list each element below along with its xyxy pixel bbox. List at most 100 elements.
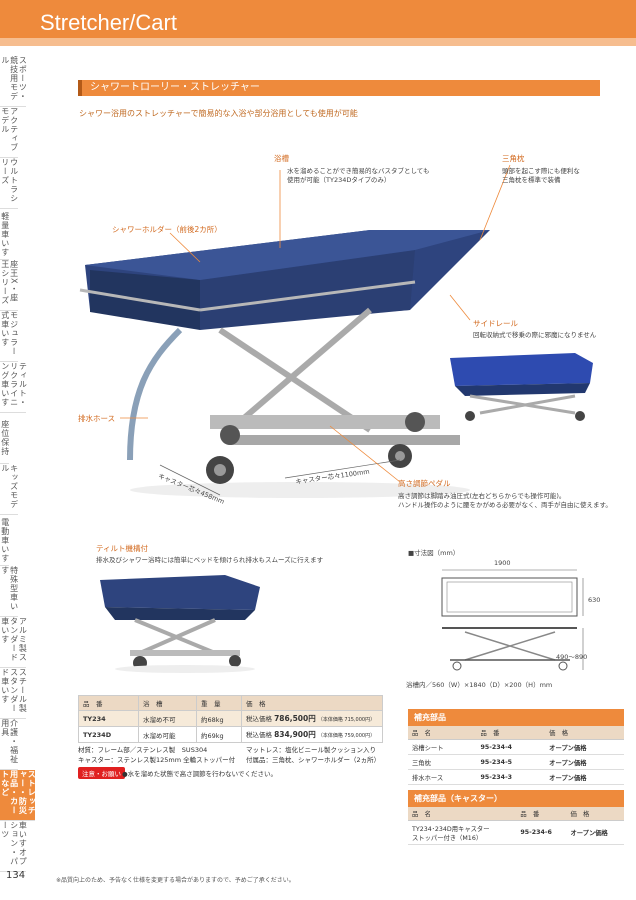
spec-header: 価 格 xyxy=(241,695,383,711)
price-cell: 税込価格 834,900円 （本体価格 759,000円） xyxy=(241,726,383,743)
sidebar-tab[interactable]: 電動車いす xyxy=(0,515,10,566)
part-code: 95-234-4 xyxy=(476,739,546,755)
sidebar-tab[interactable]: キッズモデル xyxy=(0,464,19,515)
page-header: Stretcher/Cart xyxy=(0,0,636,46)
tub-desc: 水を溜めることができ簡易的なバスタブとしても 使用が可能（TY234Dタイプのみ… xyxy=(287,167,429,185)
sidebar-tab[interactable]: スポーツ・競技用モデル xyxy=(0,56,27,107)
pedal-title: 高さ調節ペダル xyxy=(398,479,451,488)
product-code: TY234 xyxy=(78,710,139,727)
parts-table: 品 名 品 番 価 格 TY234･234D用キャスター ストッパー付き（M16… xyxy=(408,807,624,845)
price-cell: 税込価格 786,500円 （本体価格 715,000円） xyxy=(241,710,383,727)
weight: 約68kg xyxy=(196,710,242,727)
parts-header: 価 格 xyxy=(566,807,624,821)
sidebar-tab[interactable]: 軽量車いす xyxy=(0,209,10,260)
price-prefix: 税込価格 xyxy=(246,715,272,723)
spec-header: 重 量 xyxy=(196,695,242,711)
sidebar-tab[interactable]: ストレッチャー・防災用品・カートなど xyxy=(0,770,36,821)
tub-desc-line: 水を溜めることができ簡易的なバスタブとしても xyxy=(287,167,430,175)
rail-desc: 回転収納式で移乗の際に邪魔になりません xyxy=(473,331,597,339)
spec-header-row: 品 番 浴 槽 重 量 価 格 xyxy=(78,695,383,711)
part-name-line: TY234･234D用キャスター xyxy=(412,825,490,833)
sidebar-tab[interactable]: 座王X・座王シリーズ xyxy=(0,260,19,311)
sidebar-tab[interactable]: アクティブモデル xyxy=(0,107,19,158)
pedal-desc-line: 高さ調節は脚踏み油圧式(左右どちらからでも操作可能)。 xyxy=(398,492,566,500)
part-price: オープン価格 xyxy=(545,739,624,755)
part-price: オープン価格 xyxy=(545,754,624,770)
sidebar-tab[interactable]: 車いすオプション・パーツ xyxy=(0,821,27,872)
table-row: 浴槽シート 95-234-4 オープン価格 xyxy=(408,739,624,755)
parts-title: 補充部品 xyxy=(408,709,624,726)
spec-table: 品 番 浴 槽 重 量 価 格 TY234 水溜め不可 約68kg 税込価格 7… xyxy=(78,695,383,743)
pillow-desc-line: 三角枕を標準で装備 xyxy=(502,175,561,184)
part-price: オープン価格 xyxy=(566,820,624,845)
tub-type: 水溜め可能 xyxy=(138,726,197,743)
footer-note: ※品質向上のため、予告なく仕様を変更する場合がありますので、予めご了承ください。 xyxy=(56,877,295,884)
tilt-photo xyxy=(100,575,260,673)
spec-header: 浴 槽 xyxy=(138,695,197,711)
material-frame: 材質：フレーム部／ステンレス製 SUS304 xyxy=(78,746,208,754)
category-sidebar: スポーツ・競技用モデルアクティブモデルウルトラシリーズ軽量車いす座王X・座王シリ… xyxy=(0,56,46,872)
parts-panel: 補充部品 品 名 品 番 価 格 浴槽シート 95-234-4 オープン価格 三… xyxy=(408,709,624,785)
dim-height: 490～890 xyxy=(556,653,588,661)
table-row: TY234D 水溜め可能 約69kg 税込価格 834,900円 （本体価格 7… xyxy=(78,726,383,743)
caster-parts-panel: 補充部品（キャスター） 品 名 品 番 価 格 TY234･234D用キャスター… xyxy=(408,790,624,845)
section-title: シャワートローリー・ストレッチャー xyxy=(78,80,600,96)
warning-text: ●水を溜めた状態で高さ調節を行わないでください。 xyxy=(122,770,277,778)
sidebar-tab[interactable]: ティルト・リクライニング車いす xyxy=(0,362,27,413)
price-prefix: 税込価格 xyxy=(246,731,272,739)
page-number: 134 xyxy=(6,870,26,881)
parts-table: 品 名 品 番 価 格 浴槽シート 95-234-4 オープン価格 三角枕 95… xyxy=(408,726,624,785)
sidebar-tab[interactable]: スチール製スタンダード車いす xyxy=(0,668,27,719)
parts-header: 品 番 xyxy=(516,807,567,821)
holder-title: シャワーホルダー（前後2カ所） xyxy=(112,225,222,234)
pedal-desc: 高さ調節は脚踏み油圧式(左右どちらからでも操作可能)。 ハンドル操作のように腰を… xyxy=(398,492,612,510)
price-note: （本体価格 759,000円） xyxy=(317,733,376,739)
parts-header: 品 名 xyxy=(408,807,517,821)
weight: 約69kg xyxy=(196,726,242,743)
pillow-title: 三角枕 xyxy=(502,154,525,163)
sidebar-tab[interactable]: 介護・福祉用具 xyxy=(0,719,19,770)
sidebar-tab[interactable]: 特殊型車いす xyxy=(0,566,19,617)
part-code: 95-234-3 xyxy=(476,769,546,785)
tub-title: 浴槽 xyxy=(274,154,289,163)
main-product-photo xyxy=(79,230,490,498)
dim-width: 1900 xyxy=(494,559,511,567)
part-code: 95-234-5 xyxy=(476,754,546,770)
page-title: Stretcher/Cart xyxy=(40,10,177,35)
parts-header-row: 品 名 品 番 価 格 xyxy=(408,807,624,821)
sidebar-tab[interactable]: 座位保持 xyxy=(0,413,10,464)
material-caster: キャスター：ステンレス製125mm 全輪ストッパー付 xyxy=(78,756,236,764)
part-code: 95-234-6 xyxy=(516,820,567,845)
sidebar-tab[interactable]: ウルトラシリーズ xyxy=(0,158,19,209)
parts-header: 品 番 xyxy=(476,726,546,740)
parts-header-row: 品 名 品 番 価 格 xyxy=(408,726,624,740)
table-row: 排水ホース 95-234-3 オープン価格 xyxy=(408,769,624,785)
part-name-line: ストッパー付き（M16） xyxy=(412,834,483,842)
rail-title: サイドレール xyxy=(473,319,518,328)
price-note: （本体価格 715,000円） xyxy=(317,717,376,723)
tilt-desc: 排水及びシャワー浴時には簡単にベッドを傾けられ排水もスムーズに行えます xyxy=(96,556,324,564)
product-code: TY234D xyxy=(78,726,139,743)
dimension-drawing xyxy=(441,569,584,671)
sidebar-tab[interactable]: アルミ製スタンダード車いす xyxy=(0,617,27,668)
warning-badge: 注意・お願い xyxy=(78,767,125,779)
table-row: TY234･234D用キャスター ストッパー付き（M16） 95-234-6 オ… xyxy=(408,820,624,845)
pillow-desc: 頭部を起こす際にも便利な 三角枕を標準で装備 xyxy=(502,167,580,185)
part-name: 排水ホース xyxy=(408,769,477,785)
sidebar-tab[interactable]: モジュラー式車いす xyxy=(0,311,19,362)
tub-desc-line: 使用が可能（TY234Dタイプのみ） xyxy=(287,175,391,184)
tilt-title: ティルト機構付 xyxy=(96,544,149,553)
side-rail-photo xyxy=(450,353,593,421)
material-accessories: 付属品：三角枕、シャワーホルダー（2ヵ所） xyxy=(246,756,381,764)
section-lead: シャワー浴用のストレッチャーで簡易的な入浴や部分浴用としても使用が可能 xyxy=(79,109,358,118)
header-strip xyxy=(0,38,636,46)
dim-inner: 浴槽内／560（W）×1840（D）×200（H）mm xyxy=(406,681,553,689)
spec-header: 品 番 xyxy=(78,695,139,711)
part-name: 三角枕 xyxy=(408,754,477,770)
table-row: 三角枕 95-234-5 オープン価格 xyxy=(408,754,624,770)
part-name: TY234･234D用キャスター ストッパー付き（M16） xyxy=(408,820,517,845)
table-row: TY234 水溜め不可 約68kg 税込価格 786,500円 （本体価格 71… xyxy=(78,710,383,727)
price: 786,500円 xyxy=(274,714,316,723)
parts-header: 価 格 xyxy=(545,726,624,740)
